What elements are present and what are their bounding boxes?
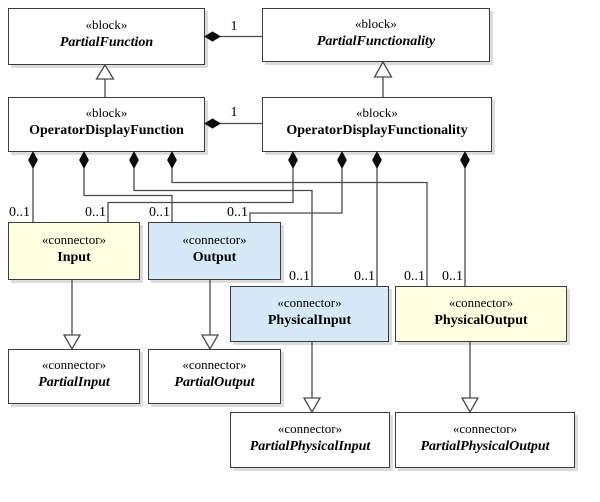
stereotype-label: «block»	[85, 105, 128, 121]
block-name: PartialPhysicalOutput	[420, 438, 550, 454]
block-name: PartialOutput	[174, 375, 255, 391]
stereotype-label: «connector»	[277, 294, 342, 310]
block-name: PhysicalInput	[267, 312, 352, 328]
stereotype-label: «connector»	[41, 357, 107, 373]
stereotype-label: «connector»	[182, 231, 247, 247]
stereotype-label: «connector»	[448, 294, 514, 310]
multiplicity-label-input-left: 0..1	[9, 205, 30, 220]
block-operator-display-function[interactable]: «block» OperatorDisplayFunction	[8, 97, 205, 152]
connector-physical-input[interactable]: «connector» PhysicalInput	[230, 286, 389, 342]
block-name: PartialFunction	[59, 35, 154, 51]
block-name: Input	[57, 249, 91, 265]
block-partial-function[interactable]: «block» PartialFunction	[8, 8, 205, 65]
block-name: PhysicalOutput	[434, 312, 528, 328]
generalization-input-partialinput	[62, 280, 82, 351]
multiplicity-label-top: 1	[230, 19, 238, 34]
block-name: PartialInput	[38, 375, 110, 391]
multiplicity-label-physicaloutput-right: 0..1	[442, 269, 463, 284]
block-name: OperatorDisplayFunction	[29, 123, 184, 139]
composition-odfunctionality-physicaloutput	[460, 150, 470, 286]
block-name: Output	[192, 249, 237, 265]
connector-partial-input[interactable]: «connector» PartialInput	[8, 349, 140, 404]
connector-input[interactable]: «connector» Input	[8, 222, 140, 280]
generalization-physicaloutput-partialphysicaloutput	[460, 342, 480, 414]
composition-odfunctionality-output	[249, 150, 347, 222]
multiplicity-label-physicalinput-right: 0..1	[354, 269, 375, 284]
multiplicity-label-input-right: 0..1	[85, 205, 106, 220]
generalization-physicalinput-partialphysicalinput	[302, 342, 322, 414]
composition-odfunction-odfunctionality	[204, 118, 262, 129]
multiplicity-label-mid: 1	[230, 105, 238, 120]
connector-partial-output[interactable]: «connector» PartialOutput	[148, 349, 281, 404]
multiplicity-label-output-left: 0..1	[149, 205, 170, 220]
generalization-output-partialoutput	[200, 280, 220, 351]
generalization-odfunctionality-partialfunctionality	[373, 60, 393, 97]
composition-odfunctionality-input	[107, 150, 298, 222]
stereotype-label: «block»	[356, 105, 398, 121]
composition-odfunctionality-physicalinput	[372, 150, 382, 286]
block-partial-functionality[interactable]: «block» PartialFunctionality	[262, 8, 490, 62]
multiplicity-label-physicaloutput-left: 0..1	[404, 269, 425, 284]
connector-partial-physical-output[interactable]: «connector» PartialPhysicalOutput	[395, 412, 575, 468]
stereotype-label: «connector»	[452, 420, 518, 436]
stereotype-label: «connector»	[182, 357, 247, 373]
multiplicity-label-output-right: 0..1	[227, 205, 248, 220]
generalization-odfunction-partialfunction	[95, 63, 115, 97]
stereotype-label: «block»	[355, 15, 397, 31]
multiplicity-label-physicalinput-left: 0..1	[289, 269, 310, 284]
block-name: OperatorDisplayFunctionality	[286, 123, 468, 139]
connector-output[interactable]: «connector» Output	[148, 222, 281, 280]
block-operator-display-functionality[interactable]: «block» OperatorDisplayFunctionality	[262, 97, 492, 152]
block-name: PartialFunctionality	[316, 33, 436, 49]
connector-physical-output[interactable]: «connector» PhysicalOutput	[395, 286, 567, 342]
block-name: PartialPhysicalInput	[249, 438, 371, 454]
stereotype-label: «connector»	[277, 420, 343, 436]
connector-partial-physical-input[interactable]: «connector» PartialPhysicalInput	[230, 412, 390, 468]
stereotype-label: «block»	[85, 17, 128, 33]
stereotype-label: «connector»	[41, 231, 107, 247]
